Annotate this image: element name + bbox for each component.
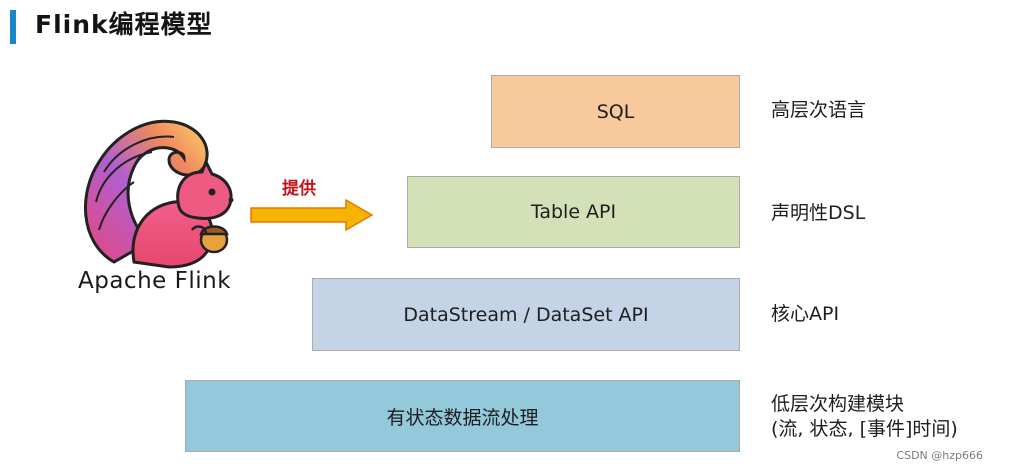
watermark: CSDN @hzp666 [896, 449, 983, 462]
layer-stateful-label: 有状态数据流处理 [386, 406, 539, 429]
layer-table-api-label: Table API [530, 201, 617, 223]
layer-sql-description: 高层次语言 [771, 99, 867, 121]
arrow-label: 提供 [282, 179, 316, 199]
apache-flink-logo-icon [84, 119, 234, 269]
layer-datastream-api-label: DataStream / DataSet API [403, 303, 649, 326]
layer-stateful-description-line1: 低层次构建模块 [771, 393, 905, 415]
layer-datastream-api: DataStream / DataSet API [312, 278, 740, 351]
layer-sql: SQL [491, 75, 740, 148]
layer-table-api-description: 声明性DSL [771, 202, 866, 224]
layer-stateful-stream-processing: 有状态数据流处理 [185, 380, 740, 452]
logo-wordmark: Apache Flink [78, 268, 232, 294]
page-title: Flink编程模型 [35, 10, 213, 39]
layer-datastream-api-description: 核心API [771, 303, 840, 325]
layer-sql-label: SQL [596, 100, 635, 123]
right-arrow-icon [250, 198, 374, 232]
title-accent-bar [10, 10, 16, 44]
layer-table-api: Table API [407, 176, 740, 248]
layer-stateful-description-line2: (流, 状态, [事件]时间) [771, 418, 958, 440]
